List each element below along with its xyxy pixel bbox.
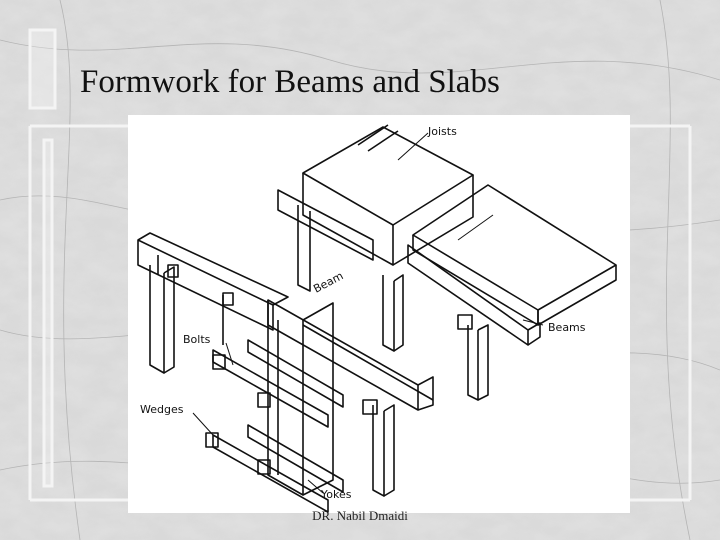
label-bolts: Bolts bbox=[183, 333, 211, 346]
formwork-diagram: Joists Beam Beams Bolts Wedges Yokes bbox=[128, 115, 630, 513]
label-yokes: Yokes bbox=[320, 488, 352, 501]
label-beam: Beam bbox=[311, 269, 345, 295]
label-wedges: Wedges bbox=[140, 403, 184, 416]
label-beams: Beams bbox=[548, 321, 586, 334]
sheathing-plywood bbox=[412, 184, 617, 311]
slide-title: Formwork for Beams and Slabs bbox=[80, 64, 500, 100]
label-joists: Joists bbox=[427, 125, 457, 138]
slide-footer: DR. Nabil Dmaidi bbox=[312, 508, 408, 523]
